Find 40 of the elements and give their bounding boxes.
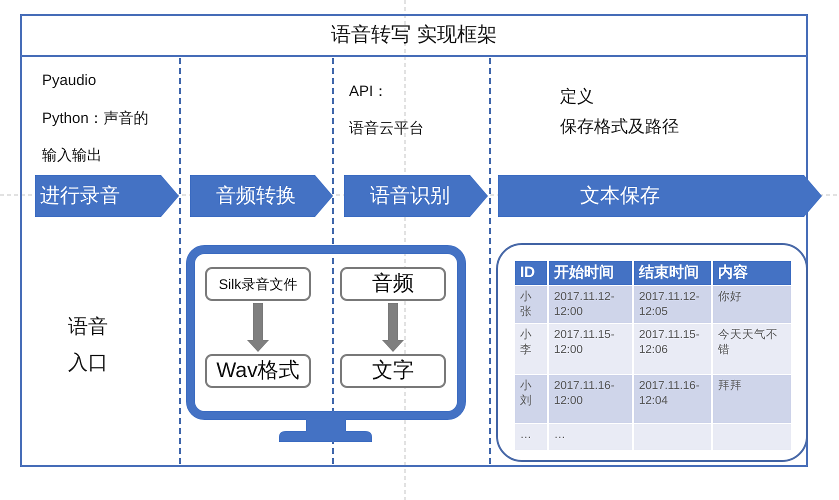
table-header-cell: 开始时间 [549, 261, 632, 285]
step-note: 保存格式及路径 [560, 116, 680, 138]
process-box: Wav格式 [205, 354, 311, 388]
step-note: Pyaudio [42, 71, 98, 91]
process-box: 文字 [340, 354, 446, 388]
arrow [247, 303, 269, 352]
table-cell: 今天天气不错 [713, 324, 791, 374]
table-cell: 小刘 [515, 375, 547, 423]
table-cell: … [515, 424, 547, 450]
process-box: 音频 [340, 267, 446, 301]
table-cell: 你好 [713, 286, 791, 323]
step-note: 定义 [560, 86, 595, 108]
table-header-cell: 结束时间 [634, 261, 711, 285]
table-cell: 小张 [515, 286, 547, 323]
step-title: 文本保存 [580, 184, 660, 209]
step-title: 语音识别 [370, 184, 450, 209]
process-step-banner [35, 175, 179, 217]
table-header-cell: 内容 [713, 261, 791, 285]
step-note: API： [349, 82, 390, 102]
arrow [382, 303, 404, 352]
table-cell: 2017.11.12-12:05 [634, 286, 711, 323]
table-cell: … [549, 424, 632, 450]
process-box: Silk录音文件 [205, 267, 311, 301]
process-step-banner [190, 175, 333, 217]
table-cell: 2017.11.15-12:06 [634, 324, 711, 374]
step-note: 语音云平台 [349, 119, 425, 139]
step-note: Python：声音的输入输出 [42, 109, 150, 166]
diagram-title: 语音转写 实现框架 [331, 23, 497, 48]
process-step-banner [498, 175, 822, 217]
table-cell: 2017.11.16-12:04 [634, 375, 711, 423]
step-title: 进行录音 [40, 184, 120, 209]
step-title: 音频转换 [216, 184, 296, 209]
table-cell: 2017.11.16-12:00 [549, 375, 632, 423]
entry-note: 语音入口 [68, 315, 109, 376]
table-cell: 小李 [515, 324, 547, 374]
table-header-cell: ID [515, 261, 547, 285]
process-step-banner [344, 175, 488, 217]
table-cell: 拜拜 [713, 375, 791, 423]
table-cell: 2017.11.15-12:00 [549, 324, 632, 374]
table-cell: 2017.11.12-12:00 [549, 286, 632, 323]
